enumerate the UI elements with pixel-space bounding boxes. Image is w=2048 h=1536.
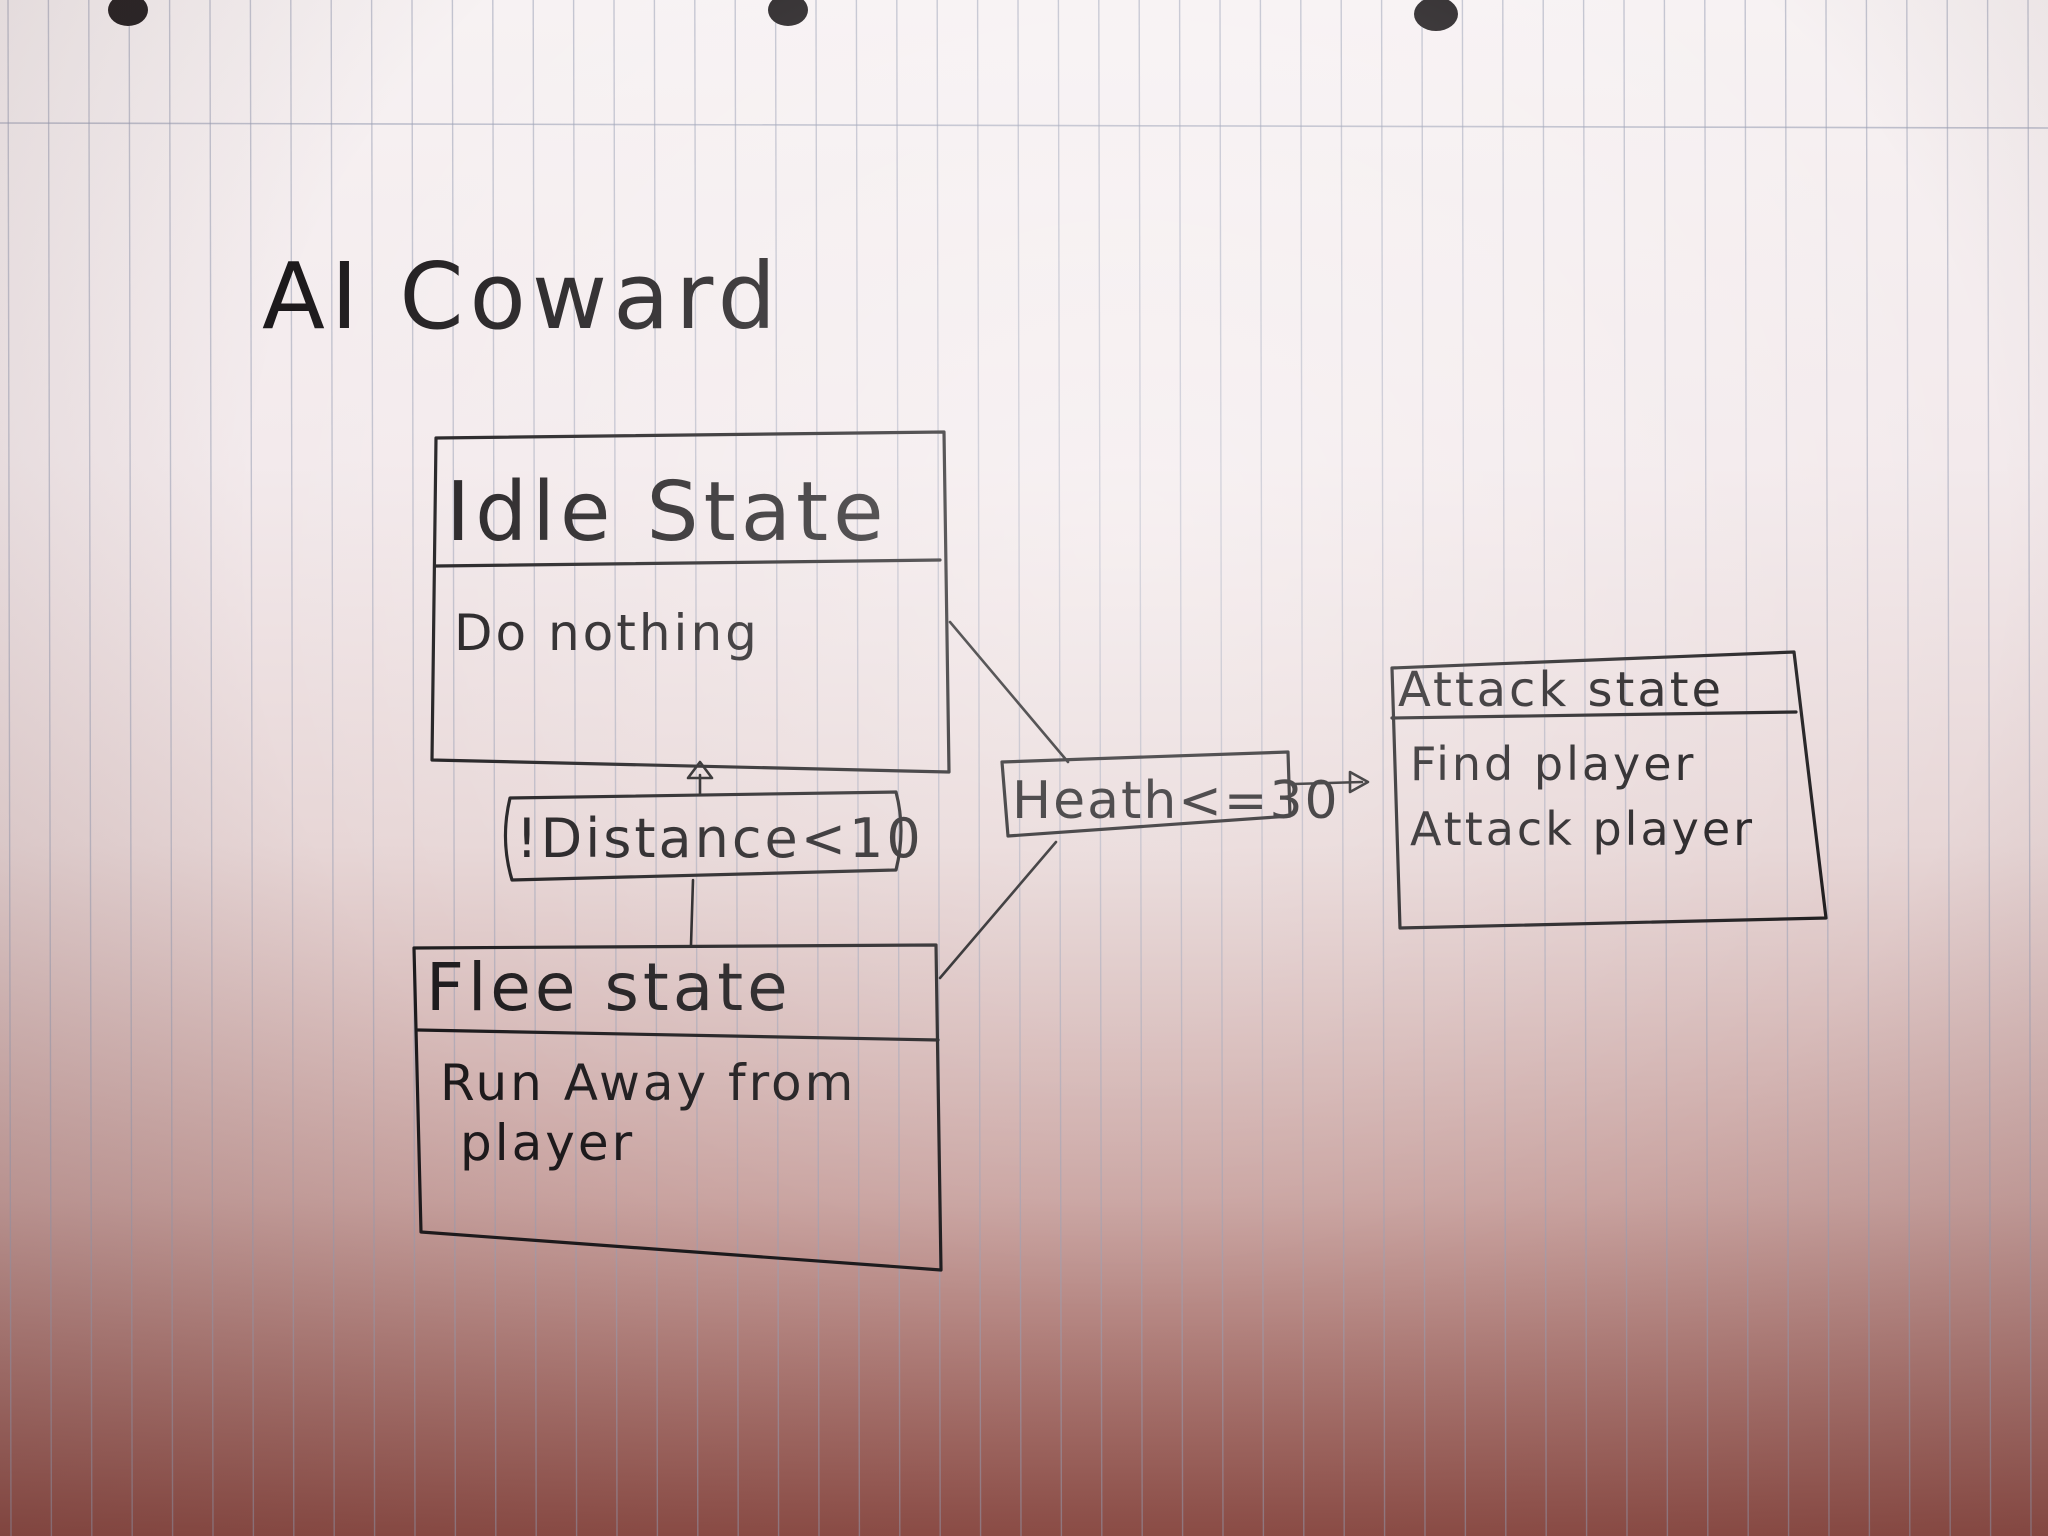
idle-to-condition-line [948, 620, 1070, 764]
notebook-rule-line [330, 0, 335, 1536]
condition-to-attack-arrowhead [1348, 770, 1370, 794]
condition-distance-label: !Distance<10 [516, 807, 924, 870]
notebook-rule-line [88, 0, 93, 1536]
notebook-rules [7, 0, 2032, 1536]
flee-to-idle-arrowhead [686, 760, 714, 780]
attack-state-node: Attack state Find player Attack player [1390, 650, 1828, 930]
notebook-rule-line [1219, 0, 1224, 1536]
notebook-rule-line [1704, 0, 1709, 1536]
attack-state-action-line2: Attack player [1410, 802, 1755, 856]
attack-state-divider [1390, 710, 1798, 720]
flee-to-idle-line-lower [689, 878, 695, 947]
flee-state-action-line2: player [460, 1114, 635, 1172]
notebook-rule-line [128, 0, 133, 1536]
idle-state-border [430, 430, 951, 774]
notebook-rule-line [532, 0, 537, 1536]
notebook-rule-line [1138, 0, 1143, 1536]
notebook-rule-line [572, 0, 578, 1536]
notebook-rule-line [1946, 0, 1951, 1536]
condition-health-box [1000, 750, 1292, 838]
notebook-rule-line [1582, 0, 1588, 1536]
notebook-rule-line [1825, 0, 1830, 1536]
attack-state-border [1390, 650, 1828, 930]
notebook-rule-line [1461, 0, 1467, 1536]
notebook-rule-line [896, 0, 901, 1536]
flee-state-node: Flee state Run Away from player [412, 943, 943, 1272]
idle-state-action: Do nothing [454, 604, 760, 662]
flee-state-action-line1: Run Away from [440, 1054, 856, 1112]
notebook-rule-line [411, 0, 416, 1536]
notebook-rule-line [1502, 0, 1507, 1536]
notebook-rule-line [1017, 0, 1022, 1536]
transition-flee-to-idle: !Distance<10 [503, 760, 924, 947]
notebook-rule-line [1421, 0, 1426, 1536]
notebook-rule-line [1906, 0, 1911, 1536]
notebook-rule-line [492, 0, 497, 1536]
transition-to-attack: Heath<=30 [938, 620, 1370, 980]
notebook-rule-line [168, 0, 174, 1536]
notebook-rule-line [855, 0, 861, 1536]
flee-to-condition-line [938, 840, 1058, 980]
notebook-rule-line [1663, 0, 1669, 1536]
punch-hole [768, 0, 808, 26]
flee-state-border [412, 943, 943, 1272]
notebook-rule-line [1986, 0, 1992, 1536]
notebook-rule-line [1744, 0, 1749, 1536]
idle-state-node: Idle State Do nothing [430, 430, 951, 774]
flee-state-title: Flee state [426, 949, 792, 1026]
notebook-rule-line [976, 0, 982, 1536]
notebook-rule-line [613, 0, 618, 1536]
punch-hole [1414, 0, 1458, 31]
idle-state-divider [434, 558, 942, 568]
flee-state-divider [416, 1028, 940, 1042]
punch-hole [108, 0, 148, 26]
notebook-rule-line [1542, 0, 1547, 1536]
attack-state-action-line1: Find player [1410, 737, 1696, 791]
notebook-rule-line [1259, 0, 1265, 1536]
notebook-rule-line [370, 0, 376, 1536]
notebook-rule-line [7, 0, 12, 1536]
notebook-rule-line [290, 0, 295, 1536]
notebook-rule-line [249, 0, 255, 1536]
notebook-rule-line [1340, 0, 1345, 1536]
notebook-rule-line [653, 0, 659, 1536]
notebook-rule-line [1623, 0, 1628, 1536]
top-margin-line [0, 122, 2048, 129]
notebook-rule-line [936, 0, 941, 1536]
notebook-rule-line [1057, 0, 1063, 1536]
condition-distance-box [503, 790, 903, 882]
notebook-rule-line [1380, 0, 1386, 1536]
notebook-rule-line [1300, 0, 1305, 1536]
notebook-rule-line [47, 0, 53, 1536]
notebook-rule-line [1784, 0, 1790, 1536]
diagram-title: AI Coward [262, 243, 782, 350]
condition-health-label: Heath<=30 [1012, 771, 1340, 831]
notebook-rule-line [209, 0, 214, 1536]
notebook-rule-line [1865, 0, 1871, 1536]
notebook-rule-line [1178, 0, 1184, 1536]
attack-state-title: Attack state [1398, 662, 1724, 718]
idle-state-title: Idle State [446, 465, 889, 560]
notebook-rule-line [2027, 0, 2032, 1536]
notebook-rule-line [451, 0, 457, 1536]
notebook-rule-line [1098, 0, 1103, 1536]
